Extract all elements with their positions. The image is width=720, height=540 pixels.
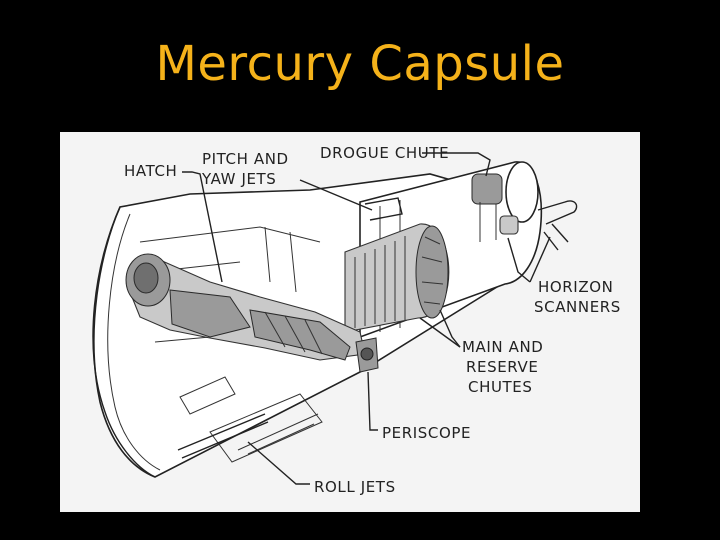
capsule-cutaway-drawing: HATCH PITCH AND YAW JETS DROGUE CHUTE HO…: [92, 144, 621, 496]
astronaut-legs: [249, 309, 351, 361]
label-main-and: MAIN AND: [462, 338, 543, 356]
horizon-scanner-mount: [537, 200, 578, 225]
label-scanners: SCANNERS: [534, 298, 621, 316]
label-yaw-jets: YAW JETS: [201, 170, 276, 188]
reserve-chute-end: [415, 225, 449, 319]
label-roll-jets: ROLL JETS: [314, 478, 396, 496]
label-reserve: RESERVE: [466, 358, 538, 376]
drogue-canister: [471, 173, 503, 205]
heat-shield: [92, 206, 156, 478]
label-drogue-chute: DROGUE CHUTE: [320, 144, 449, 162]
label-chutes: CHUTES: [468, 378, 533, 396]
label-periscope: PERISCOPE: [382, 424, 471, 442]
label-pitch-and: PITCH AND: [202, 150, 289, 168]
slide-title: Mercury Capsule: [155, 36, 565, 92]
mercury-capsule-diagram: HATCH PITCH AND YAW JETS DROGUE CHUTE HO…: [60, 132, 640, 512]
nose-end: [505, 161, 539, 223]
label-hatch: HATCH: [124, 162, 177, 180]
pitch-yaw-jets: [364, 197, 403, 221]
label-horizon: HORIZON: [538, 278, 613, 296]
roll-jets: [177, 413, 269, 459]
astronaut-body: [169, 289, 251, 338]
